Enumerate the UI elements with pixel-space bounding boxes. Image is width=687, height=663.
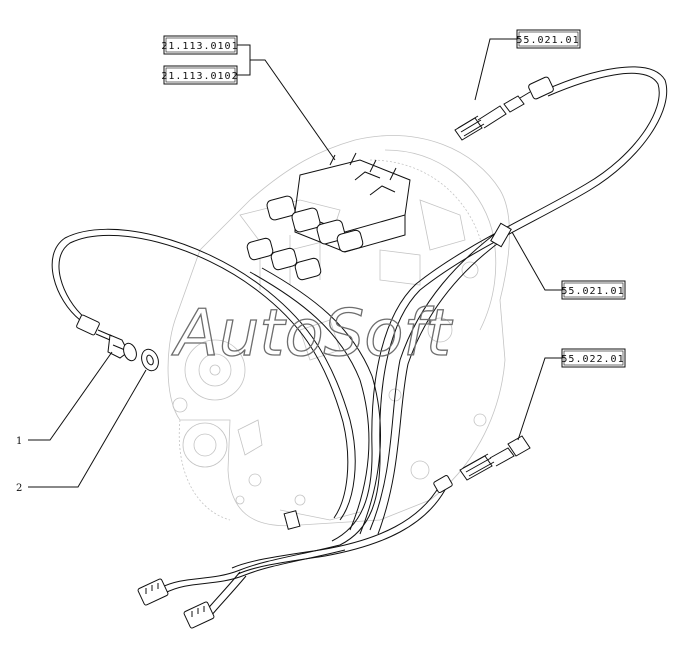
solenoid-valve-block bbox=[246, 152, 411, 281]
ref-label-55-021-01-top: 55.021.01 bbox=[516, 29, 581, 49]
ref-label-55-021-01-mid: 55.021.01 bbox=[561, 280, 626, 300]
ref-label-21-113-0101: 21.113.0101 bbox=[161, 35, 238, 55]
svg-text:55.022.01: 55.022.01 bbox=[561, 354, 624, 365]
svg-text:21.113.0101: 21.113.0101 bbox=[161, 41, 238, 52]
speed-sensor-lower bbox=[459, 435, 531, 481]
washer-part-2 bbox=[141, 348, 159, 372]
callout-number-1: 1 bbox=[16, 436, 22, 447]
speed-sensor-upper bbox=[454, 91, 531, 141]
ref-label-21-113-0102: 21.113.0102 bbox=[161, 65, 238, 85]
svg-text:21.113.0102: 21.113.0102 bbox=[161, 71, 238, 82]
svg-text:55.021.01: 55.021.01 bbox=[516, 35, 579, 46]
ref-label-55-022-01: 55.022.01 bbox=[561, 348, 626, 368]
svg-text:55.021.01: 55.021.01 bbox=[561, 286, 624, 297]
wiring-harness bbox=[51, 66, 668, 629]
watermark-text: AutoSoft bbox=[171, 297, 454, 371]
sensor-part-1 bbox=[76, 314, 137, 362]
leader-lines bbox=[28, 38, 562, 488]
callout-number-2: 2 bbox=[16, 483, 22, 494]
